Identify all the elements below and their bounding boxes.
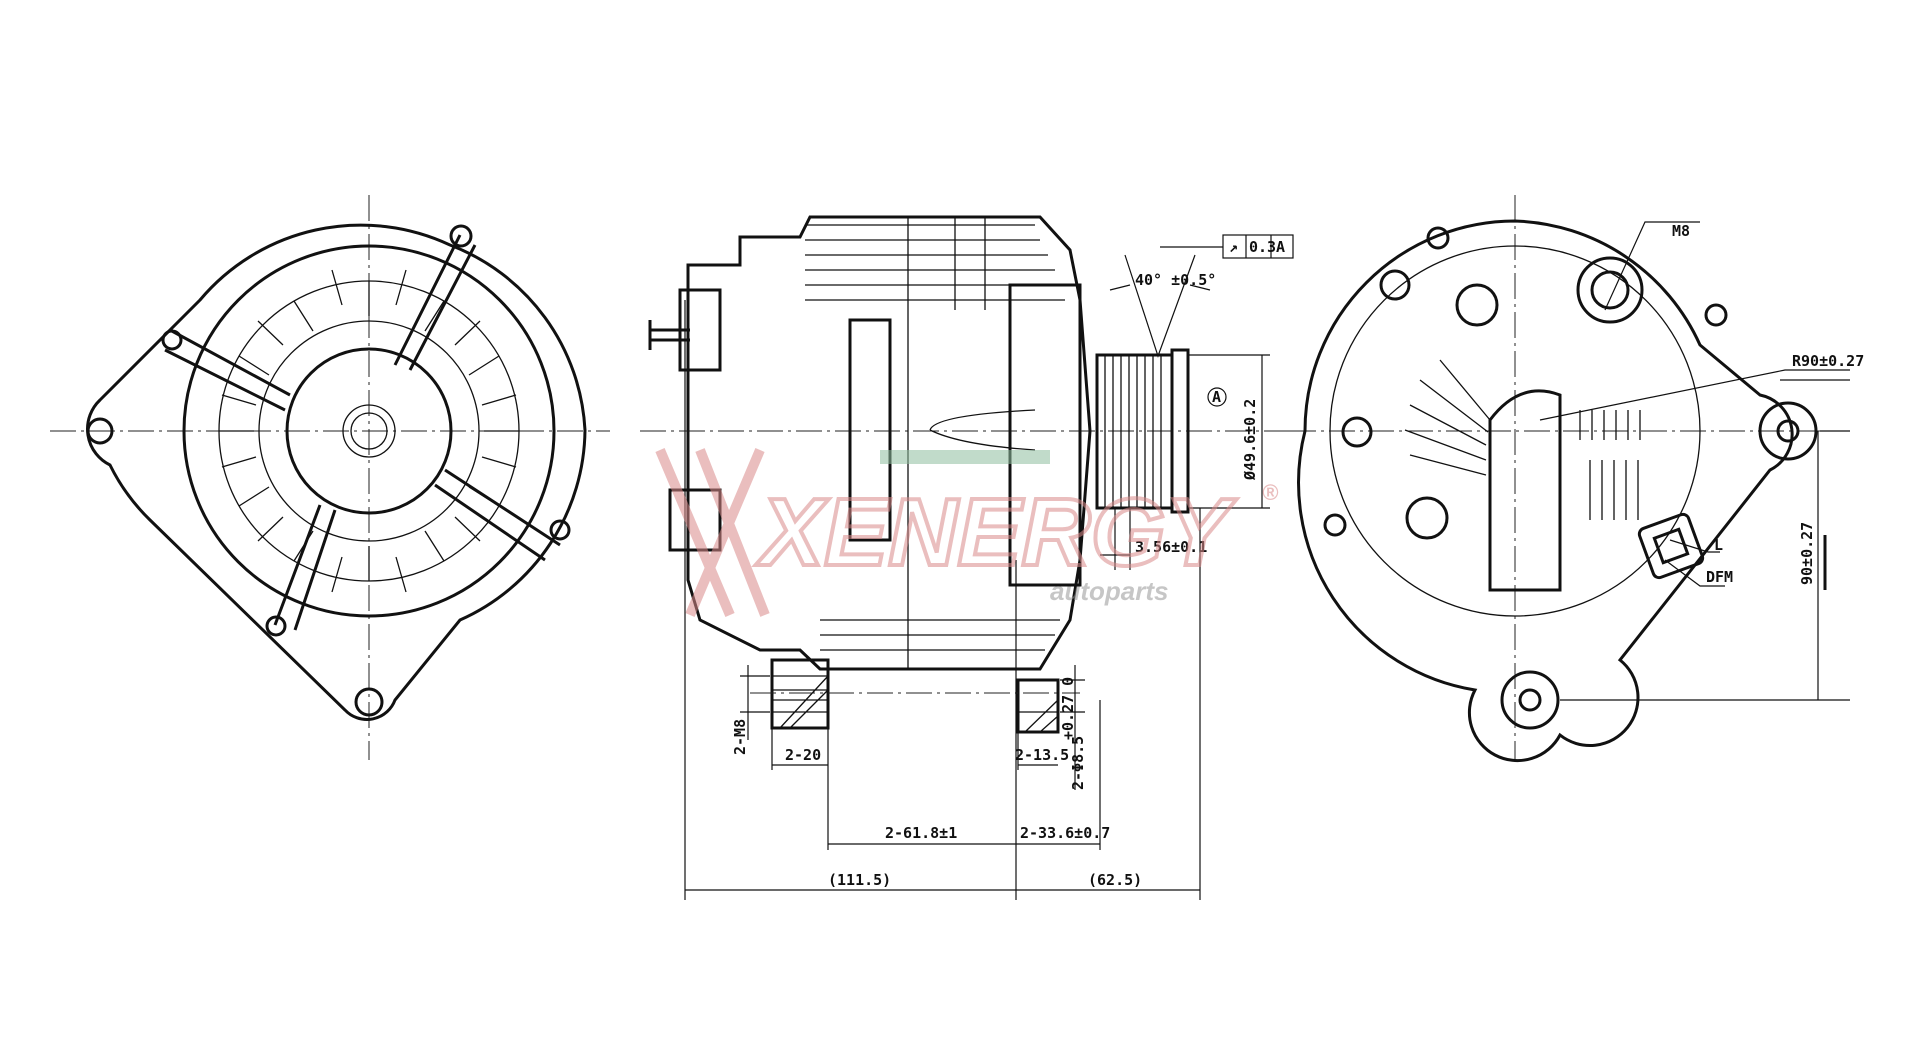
mount-hole xyxy=(1776,419,1800,443)
runout-symbol: ↗ xyxy=(1229,238,1238,256)
mount-span-label: 2-61.8±1 xyxy=(885,824,957,842)
mount-hole xyxy=(1518,688,1542,712)
pulley-dia-label: Ø49.6±0.2 xyxy=(1241,399,1259,481)
rear-boss-width-label: 2-20 xyxy=(785,746,821,764)
connector-socket xyxy=(1652,527,1690,565)
groove-angle-lines xyxy=(1109,254,1211,358)
watermark-sub: autoparts xyxy=(1050,576,1168,606)
radius-label: R90±0.27 xyxy=(1792,352,1864,370)
overall-dims xyxy=(684,300,1201,900)
side-view: 40° ±0.5° ↗ 0.3 A A Ø49.6±0.2 3.56±0.1 (… xyxy=(640,215,1300,900)
mount-span-dims xyxy=(827,700,1101,850)
runout-datum: A xyxy=(1276,238,1285,256)
xenergy-watermark: XENERGY ® autoparts xyxy=(655,448,1279,617)
overall-front-label: (62.5) xyxy=(1088,871,1142,889)
rear-boss xyxy=(848,318,892,542)
watermark-accent-bar xyxy=(880,450,1050,464)
hatching xyxy=(772,675,829,729)
watermark-registered: ® xyxy=(1262,480,1279,505)
stator-fins xyxy=(805,217,1065,669)
connector xyxy=(668,488,722,552)
pulley-grooves xyxy=(1104,355,1162,508)
regulator-cover xyxy=(1488,389,1562,592)
rear-housing-outline xyxy=(1297,219,1794,763)
bearing-boss xyxy=(285,347,453,515)
bolt xyxy=(265,615,287,637)
front-mount-lug xyxy=(1016,678,1060,734)
pulley-flange xyxy=(1170,348,1190,514)
housing-screws xyxy=(1323,226,1728,537)
m8-leader xyxy=(1604,221,1700,311)
frame-box xyxy=(1222,234,1294,259)
runout-tolerance-frame: ↗ 0.3 A xyxy=(1222,234,1294,259)
thread-dim xyxy=(740,665,770,740)
rear-housing-rim xyxy=(1329,245,1701,617)
cooling-slots xyxy=(219,269,519,593)
b-terminal xyxy=(1576,256,1644,324)
dfm-leader xyxy=(1664,559,1725,587)
front-boss-width-label: 2-13.5 xyxy=(1015,746,1069,764)
groove-pitch-dim xyxy=(1100,508,1131,570)
terminal-l-label: L xyxy=(1714,536,1723,554)
mount-hole xyxy=(86,417,114,445)
height-dim xyxy=(1560,430,1850,701)
hole-dim xyxy=(1060,665,1085,790)
bolt xyxy=(449,224,473,248)
shaft xyxy=(350,412,388,450)
boss-width-dims xyxy=(771,728,1058,770)
front-view xyxy=(50,195,610,760)
housing-side xyxy=(686,215,1092,671)
runout-value: 0.3 xyxy=(1249,238,1276,256)
bolt xyxy=(549,519,571,541)
datum-a-circle xyxy=(1207,387,1227,407)
groove-pitch-label: 3.56±0.1 xyxy=(1135,538,1207,556)
overall-rear-label: (111.5) xyxy=(828,871,891,889)
bolt xyxy=(161,329,183,351)
dfm-connector xyxy=(1637,512,1705,580)
rear-thread-label: 2-M8 xyxy=(731,719,749,755)
fan-inner-ring xyxy=(258,320,480,542)
brush-screw xyxy=(1405,496,1449,540)
front-shield xyxy=(1008,283,1082,587)
b-terminal-nut xyxy=(1590,270,1630,310)
pulley-dia-dim xyxy=(1188,354,1270,509)
housing-outline xyxy=(86,223,587,721)
shaft-spline xyxy=(342,404,396,458)
rear-view: M8 R90±0.27 L DFM 90±0.27 xyxy=(1290,195,1864,763)
housing-rim xyxy=(182,244,556,618)
terminal-dfm-label: DFM xyxy=(1706,568,1733,586)
mount-ear xyxy=(1500,670,1560,730)
hatching xyxy=(1018,699,1059,733)
front-hole-tolerance: +0.27 0 xyxy=(1059,677,1077,740)
rear-mount-lug xyxy=(770,658,830,730)
front-offset-label: 2-33.6±0.7 xyxy=(1020,824,1110,842)
watermark-brand: XENERGY xyxy=(755,479,1237,586)
datum-a-label: A xyxy=(1212,388,1221,406)
height-label: 90±0.27 xyxy=(1798,522,1816,585)
b-plus-stud xyxy=(648,320,690,350)
l-leader xyxy=(1669,539,1720,553)
watermark-x-mark xyxy=(655,448,770,617)
mount-ear xyxy=(1758,401,1818,461)
m8-label: M8 xyxy=(1672,222,1690,240)
groove-angle-label: 40° ±0.5° xyxy=(1135,271,1216,289)
brace-arms xyxy=(164,234,561,631)
radius-leader xyxy=(1539,369,1850,421)
brush-screw xyxy=(1455,283,1499,327)
mount-hole xyxy=(354,687,384,717)
front-hole-label: 2-Φ8.5 xyxy=(1069,736,1087,790)
rear-vents xyxy=(1404,359,1641,520)
